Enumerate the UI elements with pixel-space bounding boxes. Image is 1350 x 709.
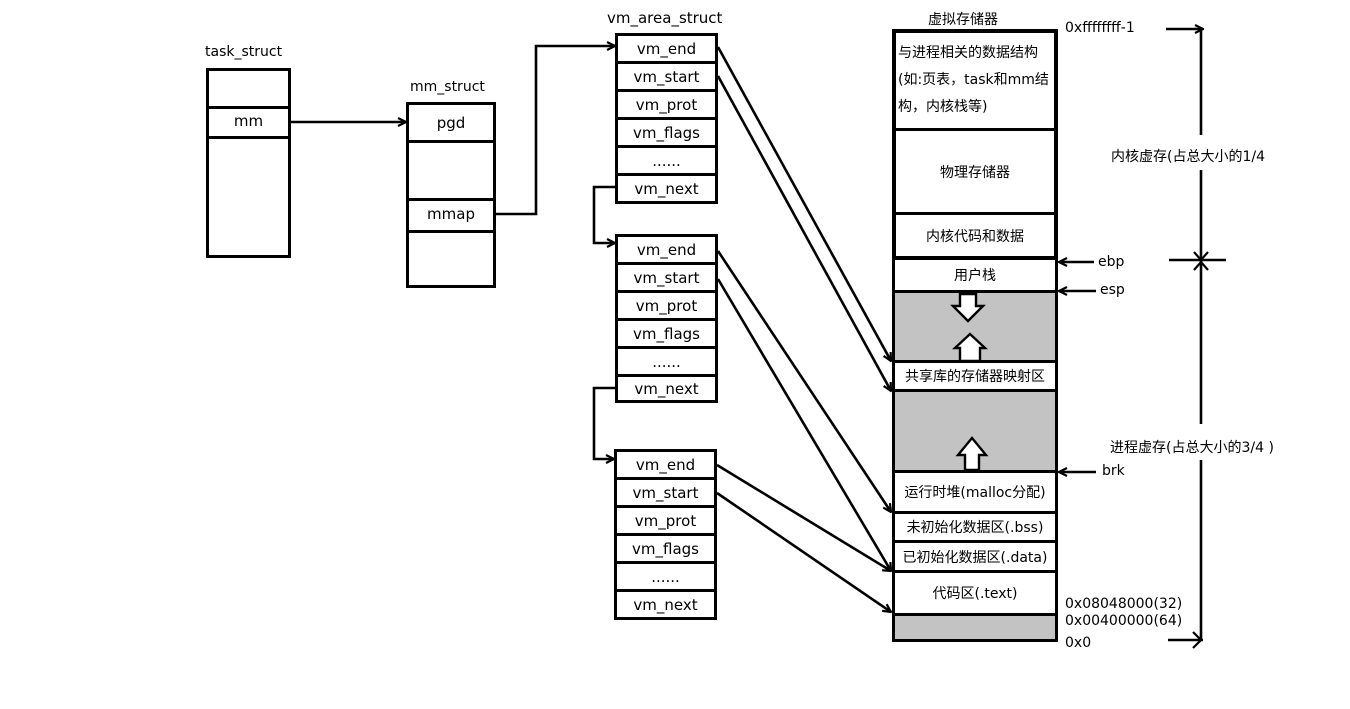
kernel-process-data-segment: 与进程相关的数据结构(如:页表，task和mm结构，内核栈等)	[896, 33, 1054, 131]
address-text-32: 0x08048000(32)	[1065, 596, 1183, 612]
physical-memory-label: 物理存储器	[940, 164, 1010, 181]
mm-struct-field	[409, 140, 493, 201]
vma1-end-arrow	[716, 46, 891, 361]
reserved-low-segment	[895, 616, 1055, 639]
text-label: 代码区(.text)	[932, 586, 1018, 602]
vm-next-field: vm_next	[633, 595, 698, 614]
vm-start-field: vm_start	[617, 480, 714, 508]
vma3-start-arrow	[716, 491, 891, 612]
kernel-range-label: 内核虚存(占总大小的1/4	[1111, 149, 1265, 165]
vm-next-link-2	[592, 386, 615, 459]
vm-area-struct-2: vm_end vm_start vm_prot vm_flags ...... …	[615, 234, 718, 403]
vm-start-field: vm_start	[618, 64, 715, 92]
mmap-to-vma-arrow	[496, 46, 615, 216]
virtual-memory-title: 虚拟存储器	[928, 12, 998, 28]
bss-segment: 未初始化数据区(.bss)	[895, 514, 1055, 543]
vm-prot-field: vm_prot	[618, 92, 715, 120]
data-segment: 已初始化数据区(.data)	[895, 543, 1055, 573]
data-label: 已初始化数据区(.data)	[902, 549, 1048, 566]
vm-area-struct-3: vm_end vm_start vm_prot vm_flags ...... …	[614, 449, 717, 620]
mm-struct-title: mm_struct	[410, 79, 485, 95]
vm-flags-field: vm_flags	[618, 120, 715, 148]
stack-grows-down-icon	[950, 292, 986, 323]
vm-prot-field: vm_prot	[618, 293, 715, 321]
esp-label: esp	[1100, 282, 1125, 298]
mm-struct-field-mmap: mmap	[409, 198, 493, 233]
vma2-end-arrow	[716, 250, 891, 512]
task-struct-box: mm	[206, 68, 291, 258]
vm-flags-field: vm_flags	[618, 321, 715, 349]
vm-next-link-1	[592, 185, 615, 243]
address-text-64: 0x00400000(64)	[1065, 613, 1183, 629]
kernel-process-data-label: 与进程相关的数据结构(如:页表，task和mm结构，内核栈等)	[898, 45, 1049, 115]
vma3-end-arrow	[716, 463, 891, 571]
address-top: 0xffffffff-1	[1065, 20, 1135, 36]
mm-struct-box: pgd mmap	[406, 102, 496, 288]
vma2-start-arrow	[716, 278, 891, 571]
mm-struct-field-pgd: pgd	[409, 105, 493, 143]
vm-end-field: vm_end	[618, 36, 715, 64]
vm-area-struct-1: vm_end vm_start vm_prot vm_flags ...... …	[615, 33, 718, 204]
physical-memory-segment: 物理存储器	[896, 131, 1054, 215]
address-bottom: 0x0	[1065, 635, 1092, 651]
heap-label: 运行时堆(malloc分配)	[904, 485, 1046, 501]
vm-prot-field: vm_prot	[617, 508, 714, 536]
kernel-code-label: 内核代码和数据	[926, 228, 1024, 245]
vma1-start-arrow	[716, 75, 891, 391]
task-struct-title: task_struct	[205, 44, 283, 60]
heap-grows-up-icon	[955, 436, 989, 472]
kernel-region: 与进程相关的数据结构(如:页表，task和mm结构，内核栈等) 物理存储器 内核…	[892, 29, 1058, 260]
brk-label: brk	[1102, 463, 1125, 479]
ebp-label: ebp	[1098, 254, 1125, 270]
task-struct-field	[209, 71, 288, 109]
mmap-grows-up-icon	[951, 332, 989, 363]
heap-segment: 运行时堆(malloc分配)	[895, 470, 1055, 514]
kernel-code-segment: 内核代码和数据	[896, 215, 1054, 256]
shared-libs-label: 共享库的存储器映射区	[905, 369, 1045, 385]
vm-end-field: vm_end	[618, 237, 715, 265]
vm-ellipsis-field: ......	[618, 148, 715, 176]
vm-ellipsis-field: ......	[618, 349, 715, 377]
vm-area-struct-title: vm_area_struct	[607, 9, 723, 27]
vm-next-field: vm_next	[634, 179, 699, 198]
task-struct-field-mm: mm	[209, 106, 288, 139]
vm-ellipsis-field: ......	[617, 564, 714, 592]
user-stack-label: 用户栈	[954, 268, 996, 284]
process-range-label: 进程虚存(占总大小的3/4 )	[1110, 440, 1274, 456]
process-range-bottom-arrow	[1192, 631, 1203, 649]
text-segment: 代码区(.text)	[895, 573, 1055, 616]
vm-flags-field: vm_flags	[617, 536, 714, 564]
vm-end-field: vm_end	[617, 452, 714, 480]
vm-next-field: vm_next	[634, 379, 699, 398]
vm-start-field: vm_start	[618, 265, 715, 293]
user-stack-segment: 用户栈	[895, 260, 1055, 293]
bss-label: 未初始化数据区(.bss)	[906, 520, 1044, 536]
